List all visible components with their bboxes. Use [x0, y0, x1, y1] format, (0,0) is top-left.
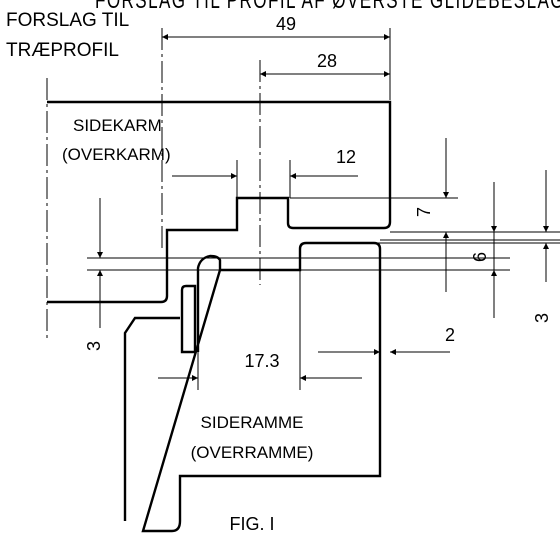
dimension-49 — [162, 28, 391, 100]
dimension-3-left-label: 3 — [84, 341, 104, 351]
sash-profile — [180, 284, 197, 354]
center-lines — [46, 28, 261, 340]
dimension-28-label: 28 — [317, 51, 337, 71]
side-frame-profile — [47, 100, 392, 304]
dimension-17-3-label: 17.3 — [244, 351, 279, 371]
sash-label-line1: SIDERAMME — [201, 413, 304, 432]
sash-label-line2: (OVERRAMME) — [191, 443, 314, 462]
side-frame-label-line2: (OVERKARM) — [62, 145, 171, 164]
side-frame-label-line1: SIDEKARM — [73, 116, 162, 135]
proposal-label-line1: FORSLAG TIL — [6, 10, 129, 31]
dimension-17-3 — [158, 270, 362, 390]
dimension-6-label: 6 — [470, 252, 490, 262]
dimension-12-label: 12 — [336, 147, 356, 167]
dimension-2-label: 2 — [445, 325, 455, 345]
proposal-label-line2: TRÆPROFIL — [6, 40, 119, 61]
dimension-3-right-label: 3 — [532, 313, 552, 323]
header-cropped-text: FORSLAG TIL PROFIL AF ØVERSTE GLIDEBESLA… — [95, 0, 560, 14]
dimension-49-label: 49 — [276, 14, 296, 34]
sash-profile-main — [123, 241, 382, 533]
dimension-12 — [172, 160, 358, 198]
figure-caption: FIG. I — [230, 514, 275, 534]
reference-lines — [87, 197, 560, 271]
dimension-7-label: 7 — [414, 207, 434, 217]
